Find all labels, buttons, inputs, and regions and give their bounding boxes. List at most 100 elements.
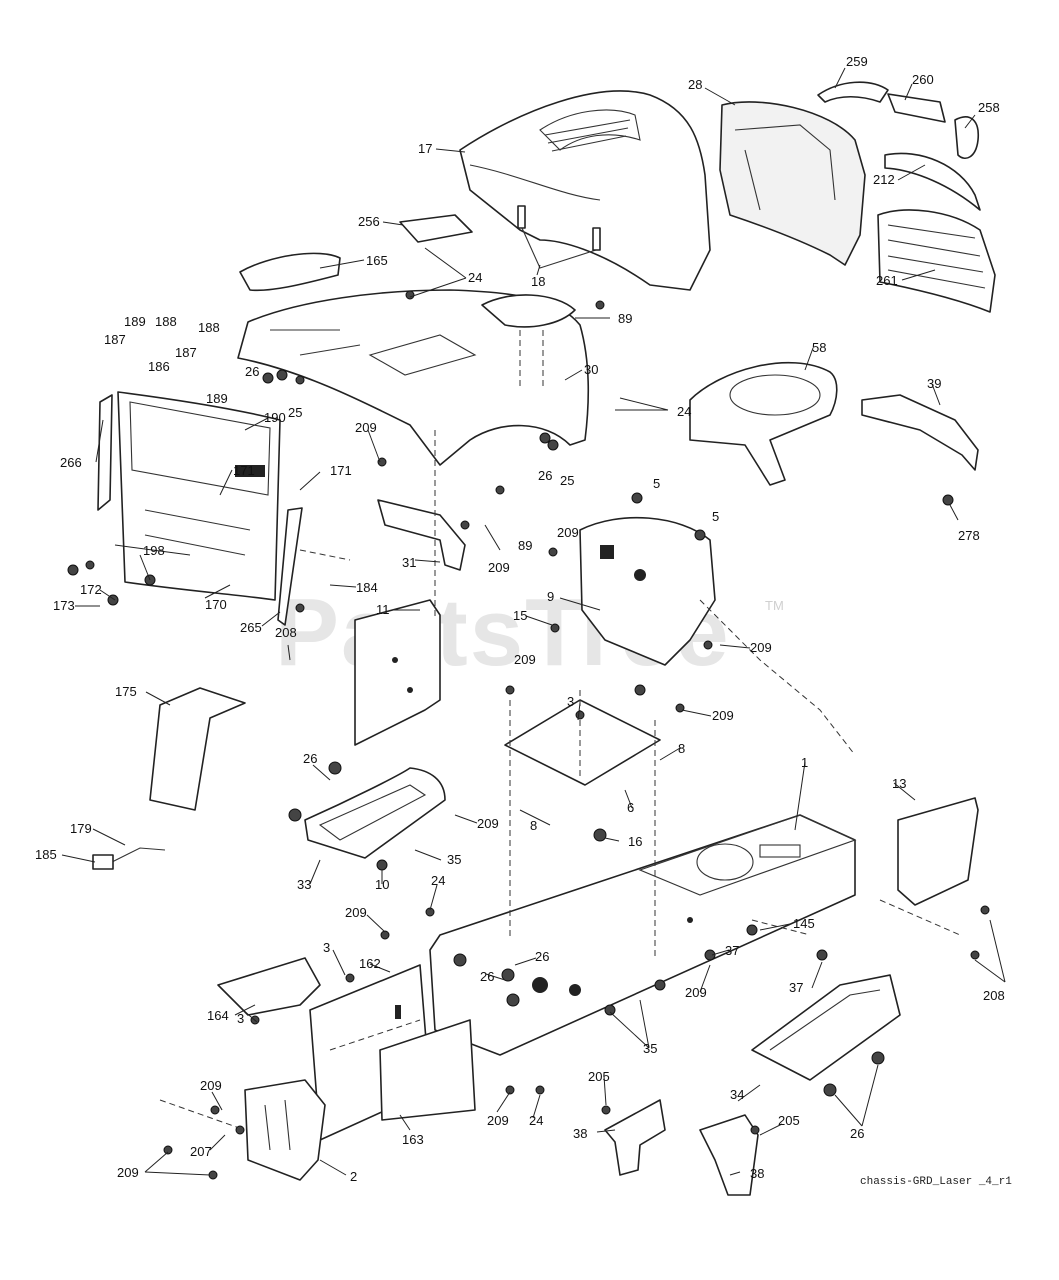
callout-3c: 3 [237, 1011, 244, 1026]
callout-24d: 24 [529, 1113, 543, 1128]
callout-256: 256 [358, 214, 380, 229]
grille-insert-part [877, 209, 996, 313]
battery-tray-part [504, 699, 661, 786]
callout-145: 145 [793, 916, 815, 931]
hood-part [459, 90, 711, 291]
callout-26c: 26 [303, 751, 317, 766]
callout-3a: 3 [567, 694, 574, 709]
leader-lines [61, 67, 1006, 1176]
callout-37a: 37 [725, 943, 739, 958]
callout-278: 278 [958, 528, 980, 543]
front-panel-part [354, 599, 441, 746]
callout-207: 207 [190, 1144, 212, 1159]
fender-body-part [237, 289, 590, 466]
dash-cover-part [399, 214, 473, 243]
callout-3b: 3 [323, 940, 330, 955]
callout-198: 198 [143, 543, 165, 558]
mount-bracket-part [861, 394, 979, 471]
callout-33: 33 [297, 877, 311, 892]
callout-9: 9 [547, 589, 554, 604]
callout-172: 172 [80, 582, 102, 597]
callout-6: 6 [627, 800, 634, 815]
callout-171a: 171 [330, 463, 352, 478]
headlight-bracket-part [887, 93, 946, 123]
callout-179: 179 [70, 821, 92, 836]
seat-cover-part [481, 294, 576, 328]
heat-shield-part [149, 687, 246, 811]
callout-208b: 208 [983, 988, 1005, 1003]
callout-35b: 35 [643, 1041, 657, 1056]
callout-212: 212 [873, 172, 895, 187]
callout-26a: 26 [245, 364, 259, 379]
callout-26b: 26 [538, 468, 552, 483]
callout-189b: 189 [206, 391, 228, 406]
callout-187a: 187 [104, 332, 126, 347]
callout-34: 34 [730, 1087, 744, 1102]
callout-1: 1 [801, 755, 808, 770]
callout-259: 259 [846, 54, 868, 69]
rear-bumper-part [751, 974, 901, 1081]
callout-209l: 209 [117, 1165, 139, 1180]
dash-trim-left-part [97, 394, 113, 511]
callout-209i: 209 [685, 985, 707, 1000]
callout-24a: 24 [468, 270, 482, 285]
callout-8b: 8 [530, 818, 537, 833]
callout-89b: 89 [518, 538, 532, 553]
callout-5a: 5 [653, 476, 660, 491]
dash-panel-part [117, 391, 281, 601]
callout-209e: 209 [514, 652, 536, 667]
side-panel-right-part [379, 1019, 476, 1121]
callout-185: 185 [35, 847, 57, 862]
callout-28: 28 [688, 77, 702, 92]
callout-11: 11 [376, 602, 390, 617]
callout-38b: 38 [750, 1166, 764, 1181]
callout-261: 261 [876, 273, 898, 288]
callout-89a: 89 [618, 311, 632, 326]
callout-209b: 209 [488, 560, 510, 575]
callout-190: 190 [264, 410, 286, 425]
axle-support-part [217, 957, 321, 1016]
steering-support-part [377, 499, 466, 571]
callout-205a: 205 [588, 1069, 610, 1084]
trademark-mark: TM [765, 598, 784, 613]
callout-266: 266 [60, 455, 82, 470]
dash-trim-right-part [277, 507, 303, 626]
callout-208a: 208 [275, 625, 297, 640]
bracket-38b-part [699, 1114, 759, 1196]
callout-209c: 209 [557, 525, 579, 540]
callout-189a: 189 [124, 314, 146, 329]
callout-164: 164 [207, 1008, 229, 1023]
callout-30: 30 [584, 362, 598, 377]
callout-209d: 209 [750, 640, 772, 655]
callout-165: 165 [366, 253, 388, 268]
callout-209a: 209 [355, 420, 377, 435]
callout-175: 175 [115, 684, 137, 699]
callout-13: 13 [892, 776, 906, 791]
callout-17: 17 [418, 141, 432, 156]
emblem-part [954, 116, 980, 159]
callout-39: 39 [927, 376, 941, 391]
front-bracket-part [244, 1079, 326, 1181]
fuel-cap-cover-part [239, 252, 341, 292]
callout-260: 260 [912, 72, 934, 87]
callout-18: 18 [531, 274, 545, 289]
callout-24c: 24 [431, 873, 445, 888]
main-frame-part [429, 814, 857, 1056]
callout-209f: 209 [712, 708, 734, 723]
callout-26f: 26 [850, 1126, 864, 1141]
bracket-38a-part [604, 1099, 666, 1176]
headlight-lens-part [817, 81, 889, 103]
callout-188b: 188 [198, 320, 220, 335]
grille-trim-part [884, 152, 981, 211]
callout-173: 173 [53, 598, 75, 613]
deck-shroud-part [689, 361, 838, 486]
callout-26e: 26 [480, 969, 494, 984]
callout-25a: 25 [288, 405, 302, 420]
callout-31: 31 [402, 555, 416, 570]
callout-58: 58 [812, 340, 826, 355]
callout-163: 163 [402, 1132, 424, 1147]
callout-265: 265 [240, 620, 262, 635]
callout-10: 10 [375, 877, 389, 892]
callout-35a: 35 [447, 852, 461, 867]
callout-170: 170 [205, 597, 227, 612]
